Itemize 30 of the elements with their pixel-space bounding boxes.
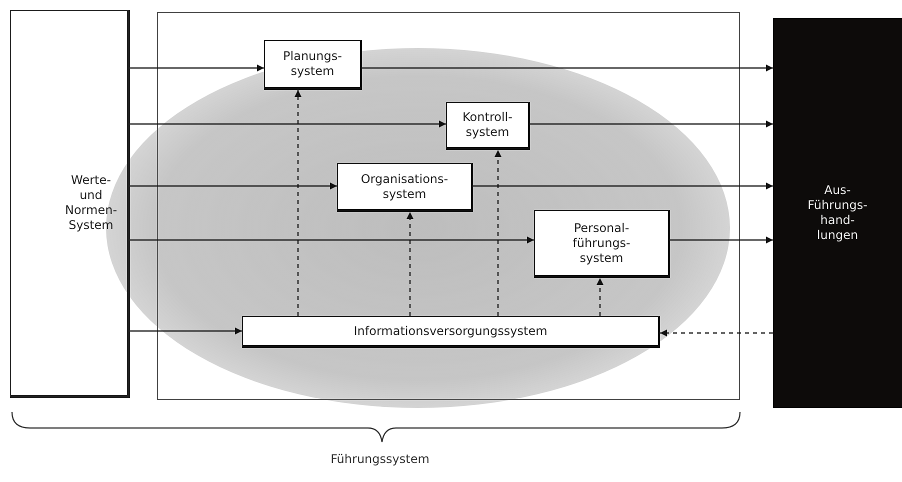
process-box — [446, 102, 530, 150]
dashed-arrow — [406, 212, 414, 316]
arrow — [473, 182, 773, 190]
arrow — [530, 120, 773, 128]
node-label: Planungs- system — [282, 49, 343, 79]
dashed-arrow — [660, 330, 773, 336]
process-box — [264, 40, 362, 90]
value-system-box — [10, 10, 130, 398]
output-box — [773, 18, 902, 408]
arrow — [362, 64, 773, 72]
process-box — [337, 163, 473, 212]
arrow — [130, 120, 446, 128]
arrow — [130, 182, 337, 190]
arrow — [670, 236, 773, 244]
process-box — [534, 210, 670, 278]
system-frame — [157, 12, 740, 400]
brace-label: Führungssystem — [330, 452, 430, 466]
node-label: Kontroll- system — [462, 110, 514, 140]
dashed-arrow — [494, 150, 502, 316]
process-box — [242, 316, 660, 348]
node-label: Personal- führungs- system — [572, 220, 632, 266]
node-label: Informationsversorgungssystem — [354, 324, 548, 338]
arrow — [130, 236, 534, 244]
arrow — [130, 64, 264, 72]
dashed-arrow — [596, 278, 604, 316]
dashed-arrow — [294, 90, 302, 316]
node-label: Organisations- system — [360, 172, 450, 202]
node-label: Aus- Führungs- hand- lungen — [806, 183, 868, 243]
node-label: Werte- und Normen- System — [64, 173, 118, 233]
arrow — [130, 328, 242, 334]
